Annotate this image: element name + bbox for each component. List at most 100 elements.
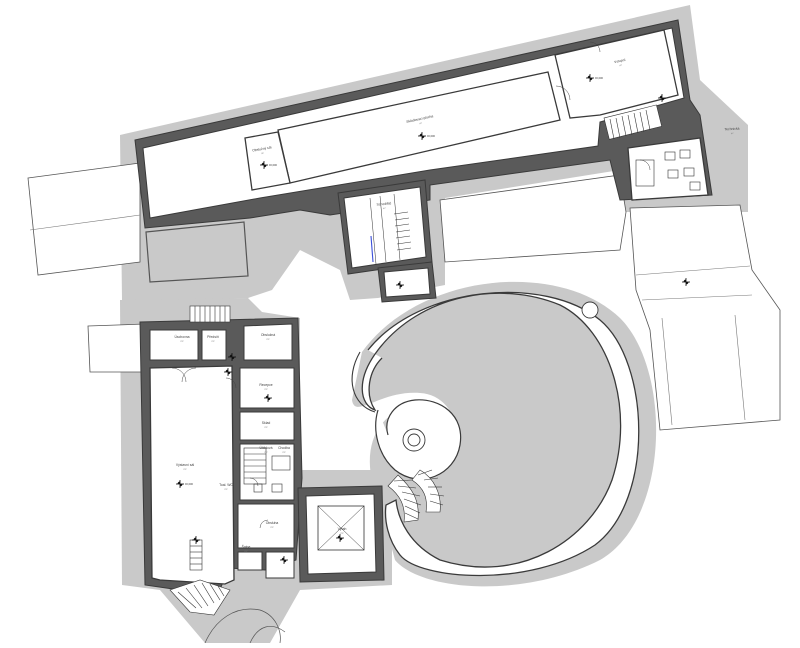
level-marker-icon: ±0,000 [176,480,193,488]
level-marker-icon [682,278,690,286]
room-area: m² [267,338,270,341]
room-area: m² [419,122,422,126]
door-swing-icon [225,377,237,389]
room-name: Obsluha [266,521,279,525]
room-name: Výtah [338,527,347,531]
level-marker-value: ±0,000 [185,482,193,486]
central-stair-block [337,179,437,303]
room-lower [237,503,295,549]
level-marker-icon: ±0,000 [586,74,603,82]
room-north-east [554,29,679,119]
stair-accent-line [370,235,374,263]
room-top-right [243,323,293,361]
room-area: m² [731,132,734,135]
south-outline [204,608,286,644]
room-name: Chodba [278,446,290,450]
door-swing-icon [639,159,651,171]
level-marker-value: ±0,000 [427,134,435,138]
level-marker-icon [658,94,666,102]
room-area: m² [265,388,268,391]
room-area: m² [271,526,274,529]
room-area: m² [184,468,187,471]
door-swing-icon [555,85,571,101]
room-area: m² [341,532,344,535]
ext-west-annex [27,162,141,276]
level-marker-value: ±0,000 [269,163,277,167]
room-name: Recepce [259,383,272,387]
room-area: m² [619,64,622,68]
room-area: m² [225,488,228,491]
level-marker-value: ±0,000 [595,76,603,80]
spiral-core-inner [407,433,421,447]
west-wing [139,305,303,616]
room-name: Předsíň [207,335,219,339]
door-swing-icon [259,519,269,529]
room-name: Šatna [242,544,251,549]
room-name: Skladovací plocha [406,114,434,124]
door-swing-icon [171,367,187,383]
level-markers: ±0,000 ±0,000 ±0,000 ±0,000 [176,74,690,564]
ext-west-porch [87,323,146,373]
level-marker-icon [396,281,404,289]
level-marker-icon [280,556,288,564]
room-name: Úschovna [174,334,189,339]
outline-extensions [27,147,781,431]
room-name: Obslužný sál [252,145,272,152]
room-corridor [239,443,295,501]
lift-tower [297,485,385,583]
door-swing-icon [249,477,259,487]
room-area: m² [265,451,268,454]
room-name: Úklidová [259,445,272,450]
spiral-outer [361,291,640,577]
ext-right-terrace [439,174,627,263]
room-north-west [244,131,291,191]
north-wing [134,19,713,229]
room-reception [239,367,295,409]
room-name: Sklad [262,421,271,425]
stair-west-bottom [169,539,231,616]
room-area: m² [245,550,248,553]
level-marker-icon [264,394,272,402]
door-swings [171,41,651,529]
column-circle [581,301,599,319]
room-area: m² [383,207,386,210]
room-area: m² [181,340,184,343]
room-area: m² [212,340,215,343]
level-marker-icon: ±0,000 [260,161,277,169]
room-name: Výstavní sál [176,463,195,467]
room-area: m² [261,152,264,155]
room-name: Obslužná [261,333,275,337]
door-swing-icon [181,367,197,383]
ext-west-blocks [145,221,249,283]
stair-north-east [603,104,663,140]
room-area: m² [283,451,286,454]
room-top-mid [201,329,227,361]
room-exhibition-hall [149,365,235,585]
door-swing-icon [589,41,601,53]
room-name: Toal. WC [219,483,233,487]
room-small-a [237,551,263,571]
stair-spiral [387,469,445,523]
room-area: m² [265,426,268,429]
level-marker-icon [336,534,344,542]
level-marker-icon: ±0,000 [418,132,435,140]
level-marker-icon [224,368,232,376]
room-top-left [149,329,199,361]
spiral-pavilion [351,291,640,577]
